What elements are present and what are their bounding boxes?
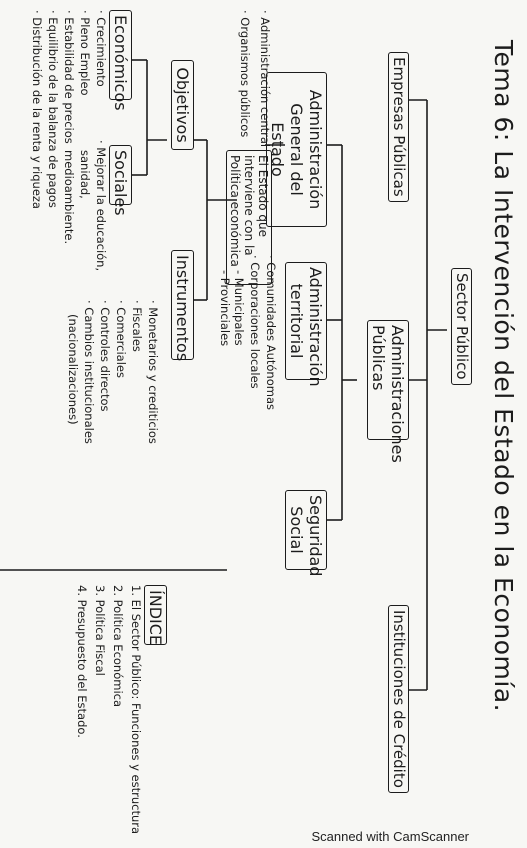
central-item: · Administración central bbox=[258, 10, 272, 148]
instrumentos-box: Instrumentos bbox=[171, 250, 194, 361]
econ-item: · Equilibrio de la balanza de pagos bbox=[46, 10, 60, 208]
indice-item: 4. Presupuesto del Estado. bbox=[75, 585, 89, 738]
page-title: Tema 6: La Intervención del Estado en la… bbox=[489, 40, 518, 713]
indice-item: 3. Política Fiscal bbox=[93, 585, 107, 676]
social-item: · Mejorar la educación, bbox=[94, 140, 108, 272]
econ-item: · Distribución de la renta y riqueza bbox=[30, 10, 44, 209]
instrument-item: · Comerciales bbox=[114, 300, 128, 378]
instituciones-credito-box: Instituciones de Crédito bbox=[388, 605, 409, 793]
instrument-item: (nacionalizaciones) bbox=[66, 314, 80, 425]
estado-box: El Estado que interviene con la Política… bbox=[226, 150, 272, 285]
social-item: medioambiente. bbox=[62, 150, 76, 245]
instrument-item: · Controles directos bbox=[98, 300, 112, 412]
indice-box: ÍNDICE bbox=[144, 585, 167, 645]
empresas-publicas-box: Empresas Públicas bbox=[388, 52, 409, 202]
admin-general-box: Administración General del Estado bbox=[266, 72, 327, 227]
instrument-item: · Fiscales bbox=[130, 300, 144, 352]
instrument-item: · Monetarios y crediticios bbox=[146, 300, 160, 444]
social-item: sanidad, bbox=[78, 150, 92, 199]
objetivos-box: Objetivos bbox=[171, 60, 194, 150]
econ-item: · Crecimiento bbox=[94, 10, 108, 87]
administraciones-publicas-box: Administraciones Públicas bbox=[367, 320, 409, 463]
econ-item: · Estabilidad de precios bbox=[62, 10, 76, 144]
economicos-box: Económicos bbox=[109, 10, 132, 111]
central-item: · Organismos públicos bbox=[238, 10, 252, 138]
instrument-item: · Cambios institucionales bbox=[82, 300, 96, 444]
econ-item: · Pleno Empleo bbox=[78, 10, 92, 96]
indice-item: 2. Política Económica bbox=[111, 585, 125, 708]
admin-territorial-box: Administración territorial bbox=[285, 262, 327, 387]
sociales-box: Sociales bbox=[109, 145, 132, 216]
scanner-watermark: Scanned with CamScanner bbox=[311, 829, 469, 844]
seguridad-social-box: Seguridad Social bbox=[285, 490, 327, 576]
sector-publico-box: Sector Público bbox=[451, 268, 472, 385]
indice-item: 1. El Sector Público: Funciones y estruc… bbox=[129, 585, 143, 835]
